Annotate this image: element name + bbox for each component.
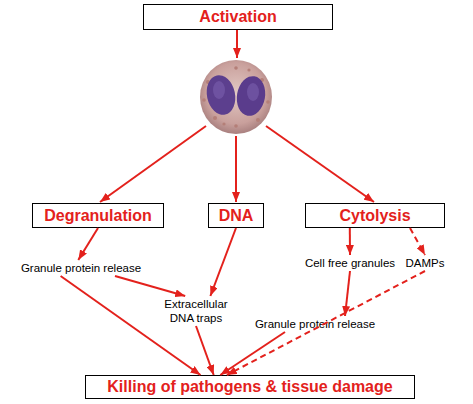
dashed-arrow (410, 228, 425, 255)
box-label: Cytolysis (339, 207, 410, 225)
flow-arrow (61, 276, 201, 375)
nucleus-lobe (203, 73, 239, 118)
flow-arrow (220, 332, 285, 375)
dashed-arrow (227, 271, 425, 375)
arrow (236, 30, 238, 58)
arrow (266, 126, 374, 202)
flow-arrow (115, 276, 185, 296)
flow-arrow (345, 271, 350, 316)
step-label: Granule protein release (21, 261, 141, 275)
arrow (235, 136, 237, 202)
process-box: Degranulation (32, 203, 164, 228)
step-text: DAMPs (400, 255, 450, 271)
outcome-box: Killing of pathogens & tissue damage (85, 375, 415, 399)
process-box: DNA (208, 203, 264, 228)
flow-arrow (210, 228, 236, 296)
box-label: Activation (199, 8, 276, 26)
cell-arrows (100, 30, 374, 202)
box-label: Degranulation (44, 207, 152, 225)
nucleus-lobe (234, 74, 269, 118)
process-box: Activation (143, 4, 333, 30)
step-text: Granule protein release (13, 260, 149, 276)
nucleus-highlight (213, 81, 225, 99)
arrow (100, 126, 206, 202)
cell-granules (202, 66, 270, 128)
box-label: DNA (219, 207, 254, 225)
cell-illustration (200, 60, 272, 134)
cell-body (200, 60, 272, 134)
step-label: Extracellular DNA traps (160, 297, 232, 325)
flow-arrow (349, 228, 351, 255)
step-label: DAMPs (406, 256, 445, 270)
flow-arrow (78, 228, 98, 260)
step-label: Cell free granules (305, 256, 395, 270)
flow-arrow (196, 326, 214, 375)
process-box: Cytolysis (305, 203, 445, 228)
nucleus-highlight (247, 83, 259, 101)
step-text: Cell free granules (295, 255, 405, 271)
box-label: Killing of pathogens & tissue damage (107, 378, 392, 396)
step-text: Extracellular DNA traps (160, 296, 232, 326)
